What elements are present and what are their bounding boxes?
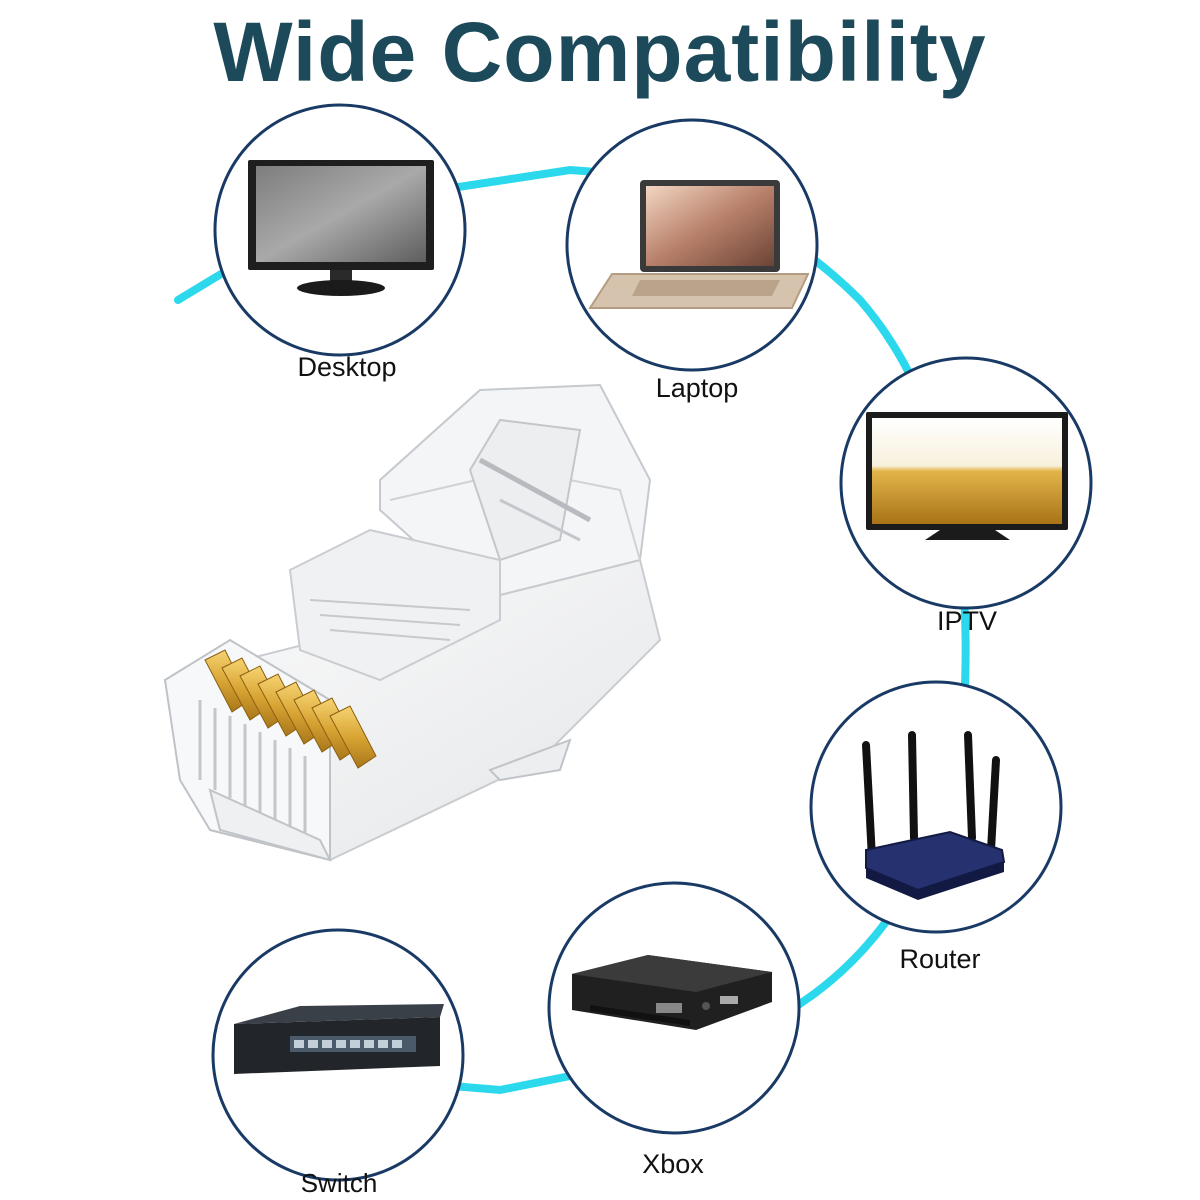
gold-contacts	[204, 649, 377, 769]
device-circle-router	[809, 680, 1063, 934]
device-label-xbox: Xbox	[642, 1149, 704, 1179]
device-label-iptv: IPTV	[936, 606, 997, 636]
device-label-laptop: Laptop	[655, 373, 739, 403]
device-label-switch: Switch	[300, 1168, 378, 1198]
laptop-icon	[588, 180, 810, 309]
network-switch-icon	[234, 1004, 444, 1074]
device-label-desktop: Desktop	[297, 352, 397, 382]
tv-box-icon	[572, 955, 772, 1030]
monitor-icon	[248, 160, 434, 296]
rj45-connector-image	[163, 383, 662, 862]
router-icon	[862, 731, 1006, 900]
page-title: Wide Compatibility	[213, 5, 987, 99]
tv-icon	[866, 412, 1068, 540]
device-label-router: Router	[899, 944, 981, 974]
